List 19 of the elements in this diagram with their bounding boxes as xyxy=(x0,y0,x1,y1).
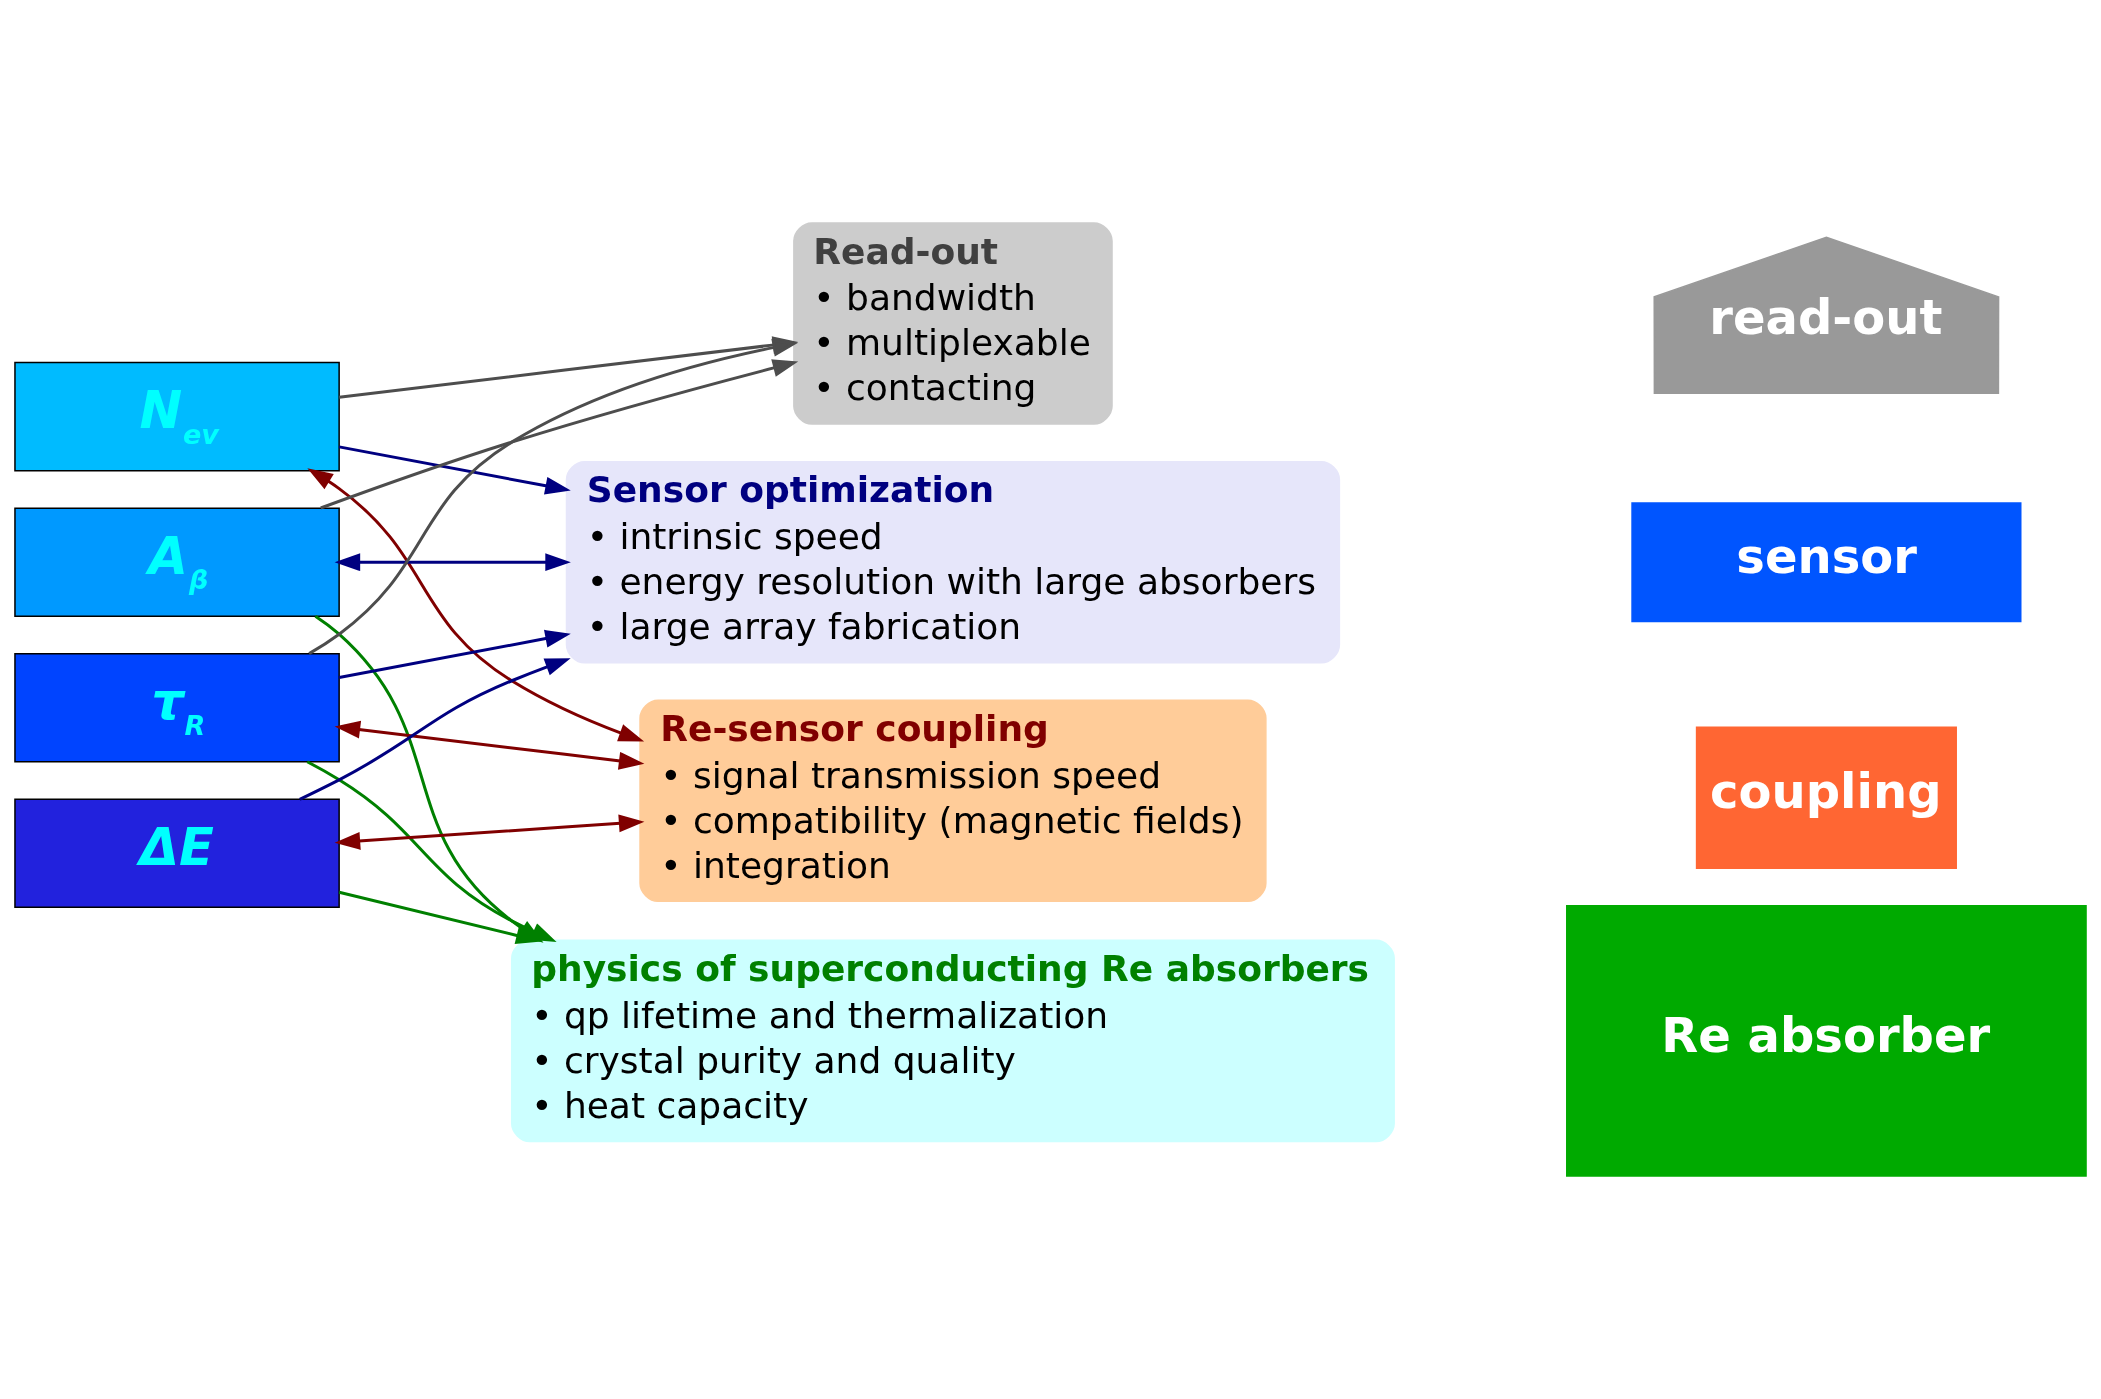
node-box: Sensor optimization • intrinsic speed • energy resolution with large absorbers • large array fabrication xyxy=(565,460,1341,664)
node-box: Read-out • bandwidth • multiplexable • contacting xyxy=(793,222,1113,425)
node-box: ΔE xyxy=(14,798,340,909)
arrow xyxy=(338,445,571,495)
arrow xyxy=(320,359,799,510)
node-box: sensor xyxy=(1631,502,2022,623)
arrow xyxy=(334,720,645,770)
node-box: coupling xyxy=(1695,726,1957,870)
node-box: τ$_{R}$ xyxy=(14,653,340,763)
arrow xyxy=(338,629,571,679)
arrow xyxy=(334,553,571,572)
arrow xyxy=(334,814,645,850)
node-box: physics of superconducting Re absorbers • qp lifetime and thermalization • crystal purity and quality • heat capacity xyxy=(510,939,1395,1143)
arrow xyxy=(299,658,571,801)
node-box: Re absorber xyxy=(1566,905,2087,1177)
arrow xyxy=(307,468,645,742)
node-box: Re-sensor coupling • signal transmission speed • compatibility (magnetic fields) • integration xyxy=(639,699,1267,903)
node-box: A$_{β}$ xyxy=(14,507,340,617)
node-box: N$_{ev}$ xyxy=(14,361,340,472)
